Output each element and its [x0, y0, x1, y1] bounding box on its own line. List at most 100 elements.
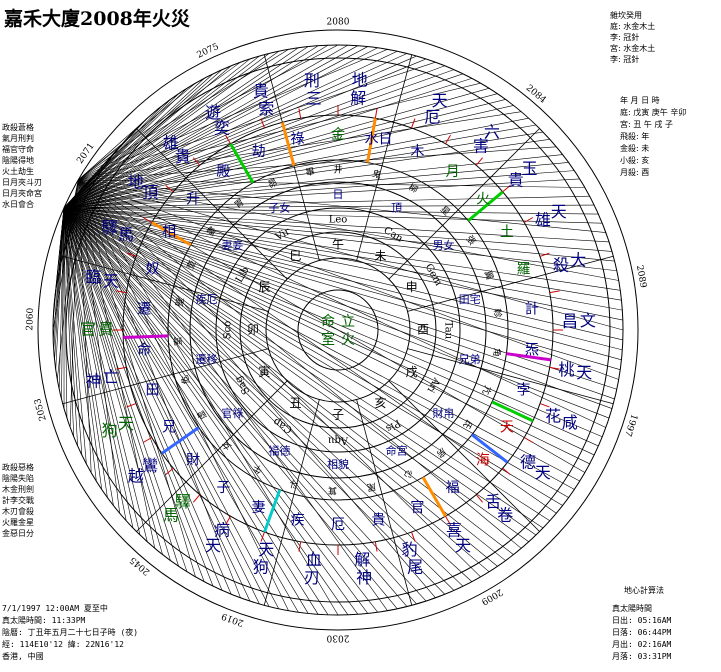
pattern-line: 計李交戰	[2, 496, 34, 505]
planet-name: 羅	[516, 262, 530, 278]
tick-mark	[63, 207, 408, 607]
tick-mark	[77, 179, 156, 549]
pattern-line: 陰陽得地	[2, 156, 34, 165]
star-name: 地	[128, 173, 144, 192]
earthly-branch: 戌	[406, 365, 418, 379]
mansion-name: 張	[464, 234, 478, 248]
star-name: 神	[85, 371, 101, 390]
tick-mark	[63, 46, 309, 209]
star-name: 喜	[446, 520, 462, 539]
tick-mark	[63, 58, 427, 209]
time-line: 月落: 03:31PM	[612, 652, 672, 661]
star-name: 驛	[102, 218, 118, 237]
detail-line: 7/1/1997 12:00AM 夏至中	[2, 604, 108, 613]
star-name: 狗	[253, 557, 269, 576]
tick-mark	[63, 207, 563, 506]
tick-mark	[78, 179, 557, 514]
zodiac-sign: Ari	[425, 375, 443, 395]
degree-mark	[225, 515, 231, 526]
tick-mark	[63, 207, 329, 615]
tick-mark	[78, 179, 606, 428]
tick-mark	[63, 207, 445, 595]
earthly-branch: 午	[332, 238, 344, 252]
page-title: 嘉禾大廈2008年火災	[4, 8, 190, 30]
tick-mark	[63, 207, 349, 615]
degree-mark	[126, 252, 137, 257]
tick-mark	[63, 207, 127, 521]
mansion-name: 柳	[407, 181, 421, 196]
star-name: 馬	[163, 505, 179, 524]
tick-mark	[77, 179, 92, 473]
calculation-method: 地心計算法	[624, 586, 664, 595]
planet-name: 土	[500, 225, 514, 241]
year-label: 2075	[196, 42, 221, 61]
palace-name: 男女	[433, 238, 455, 252]
tick-mark	[78, 61, 436, 181]
planet-name: 田	[146, 382, 160, 398]
star-name: 大	[570, 251, 586, 270]
star-name: 貴	[253, 82, 269, 101]
tick-mark	[63, 58, 251, 209]
zodiac-sign: Gem	[423, 262, 444, 288]
degree-mark	[411, 118, 416, 129]
year-label: 2071	[75, 141, 96, 165]
tick-mark	[78, 82, 481, 181]
star-name: 馬	[118, 225, 134, 244]
mansion-name: 井	[333, 164, 342, 176]
tick-mark	[63, 207, 171, 561]
year-label: 1997	[622, 413, 639, 438]
info-line: 金殺: 未	[620, 144, 650, 153]
star-name: 索	[258, 99, 274, 118]
info-line: 飛殺: 年	[620, 132, 650, 141]
tick-mark	[63, 124, 537, 209]
planet-name: 遷	[137, 302, 151, 318]
tick-mark	[77, 111, 156, 181]
earthly-branch: 寅	[258, 364, 270, 379]
pattern-line: 金惡日分	[2, 529, 34, 538]
pattern-line: 政殺蒼格	[2, 123, 34, 132]
star-name: 德	[520, 453, 536, 472]
planet-name: 炁	[525, 342, 539, 358]
zodiac-sign: Aqu	[327, 435, 349, 446]
tick-mark	[77, 179, 120, 514]
mansion-name: 斗	[288, 477, 300, 490]
tick-mark	[57, 179, 79, 380]
tick-mark	[78, 179, 606, 233]
house-divider	[407, 255, 614, 312]
tick-mark	[52, 179, 79, 331]
planet-name: 月	[446, 164, 460, 180]
tick-mark	[63, 207, 599, 215]
star-name: 病	[214, 520, 230, 539]
tick-mark	[63, 207, 398, 609]
house-divider	[136, 380, 288, 532]
tick-mark	[78, 179, 619, 281]
info-line: 月殺: 酉	[620, 168, 650, 177]
time-line: 日出: 05:16AM	[612, 616, 672, 625]
tick-mark	[63, 207, 78, 215]
planet-name: 海	[476, 452, 490, 468]
star-name: 奕	[214, 119, 230, 138]
tick-mark	[63, 207, 455, 591]
year-label: 2009	[479, 586, 504, 606]
star-name: 狗	[102, 421, 118, 440]
tick-mark	[77, 179, 481, 578]
pattern-line: 木金刑劍	[2, 485, 34, 494]
degree-mark	[142, 437, 153, 443]
tick-mark	[69, 179, 79, 428]
planet-marker	[123, 334, 169, 340]
star-name: 驛	[175, 492, 191, 511]
degree-mark	[549, 290, 560, 294]
star-name: 貴	[98, 320, 114, 339]
planet-name: 孛	[516, 382, 530, 398]
star-name: 天	[205, 536, 221, 555]
palace-name: 官祿	[221, 406, 243, 420]
star-name: 六	[484, 122, 500, 141]
mansion-name: 危	[178, 373, 192, 385]
house-divider	[356, 54, 413, 261]
planet-name: 命	[137, 341, 151, 358]
mansion-name: 亢	[480, 384, 495, 397]
planet-marker	[491, 400, 534, 423]
mansion-name: 畢	[305, 166, 316, 178]
star-name: 文	[580, 311, 596, 330]
center-glyph: 室	[321, 331, 335, 348]
